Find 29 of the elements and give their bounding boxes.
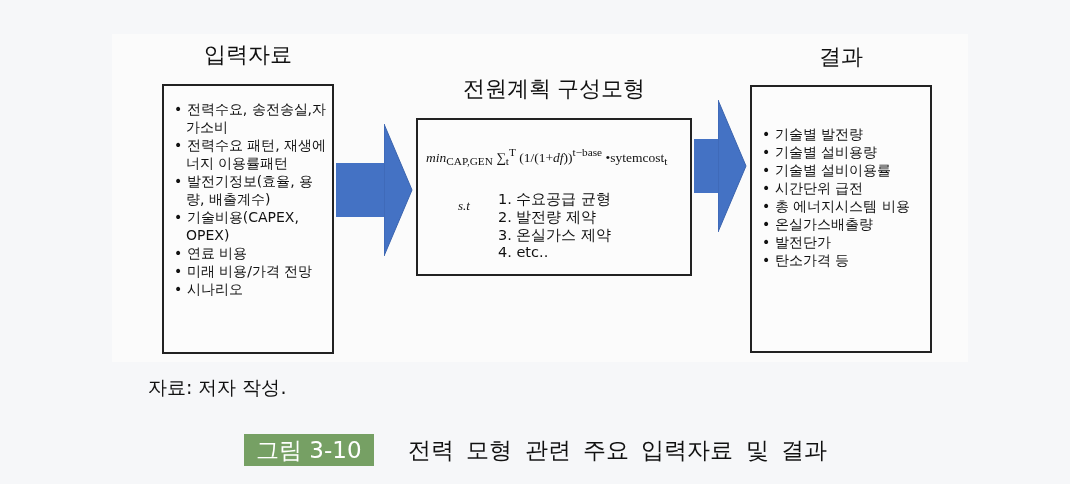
block-arrow	[336, 123, 413, 257]
bullet-item: • 전력수요 패턴, 재생에너지 이용률패턴	[174, 136, 328, 172]
bullet-item: • 탄소가격 등	[762, 251, 851, 269]
bullet-item: • 총 에너지시스템 비용	[762, 197, 911, 215]
bullet-item: • 기술별 설비이용률	[762, 161, 893, 179]
bullet-item: • 기술별 설비용량	[762, 143, 879, 161]
heading: 입력자료	[203, 41, 293, 69]
bullet-item: • 온실가스배출량	[762, 215, 874, 233]
source-note: 자료: 저자 작성.	[148, 375, 287, 400]
bullet-item: • 기술별 발전량	[762, 125, 865, 143]
constraint-item: 2. 발전량 제약	[498, 208, 597, 227]
bullet-item: • 발전단가	[762, 233, 832, 251]
bullet-item: • 전력수요, 송전송실,자가소비	[174, 100, 328, 136]
formula: s.t	[458, 198, 470, 214]
bullet-item: • 미래 비용/가격 전망	[174, 262, 314, 280]
bullet-item: • 발전기정보(효율, 용량, 배출계수)	[174, 172, 315, 208]
heading: 결과	[818, 43, 864, 71]
bullet-item: • 시나리오	[174, 280, 244, 298]
bullet-item: • 기술비용(CAPEX, OPEX)	[174, 208, 300, 244]
constraint-item: 1. 수요공급 균형	[498, 190, 612, 209]
block-arrow	[694, 99, 747, 233]
heading: 전원계획 구성모형	[461, 75, 647, 103]
bullet-item: • 시간단위 급전	[762, 179, 865, 197]
constraint-item: 3. 온실가스 제약	[498, 226, 612, 245]
caption: 전력 모형 관련 주요 입력자료 및 결과	[408, 436, 827, 465]
formula: min$_{CAP,GEN}$ ∑$_{t}$$^{T}$ (1/(1+df))$^{t−base}$ •sytemcost$_{t}$	[426, 146, 668, 168]
constraint-item: 4. etc..	[498, 244, 549, 260]
figure-number-badge: 그림 3-10	[244, 434, 374, 466]
bullet-item: • 연료 비용	[174, 244, 249, 262]
